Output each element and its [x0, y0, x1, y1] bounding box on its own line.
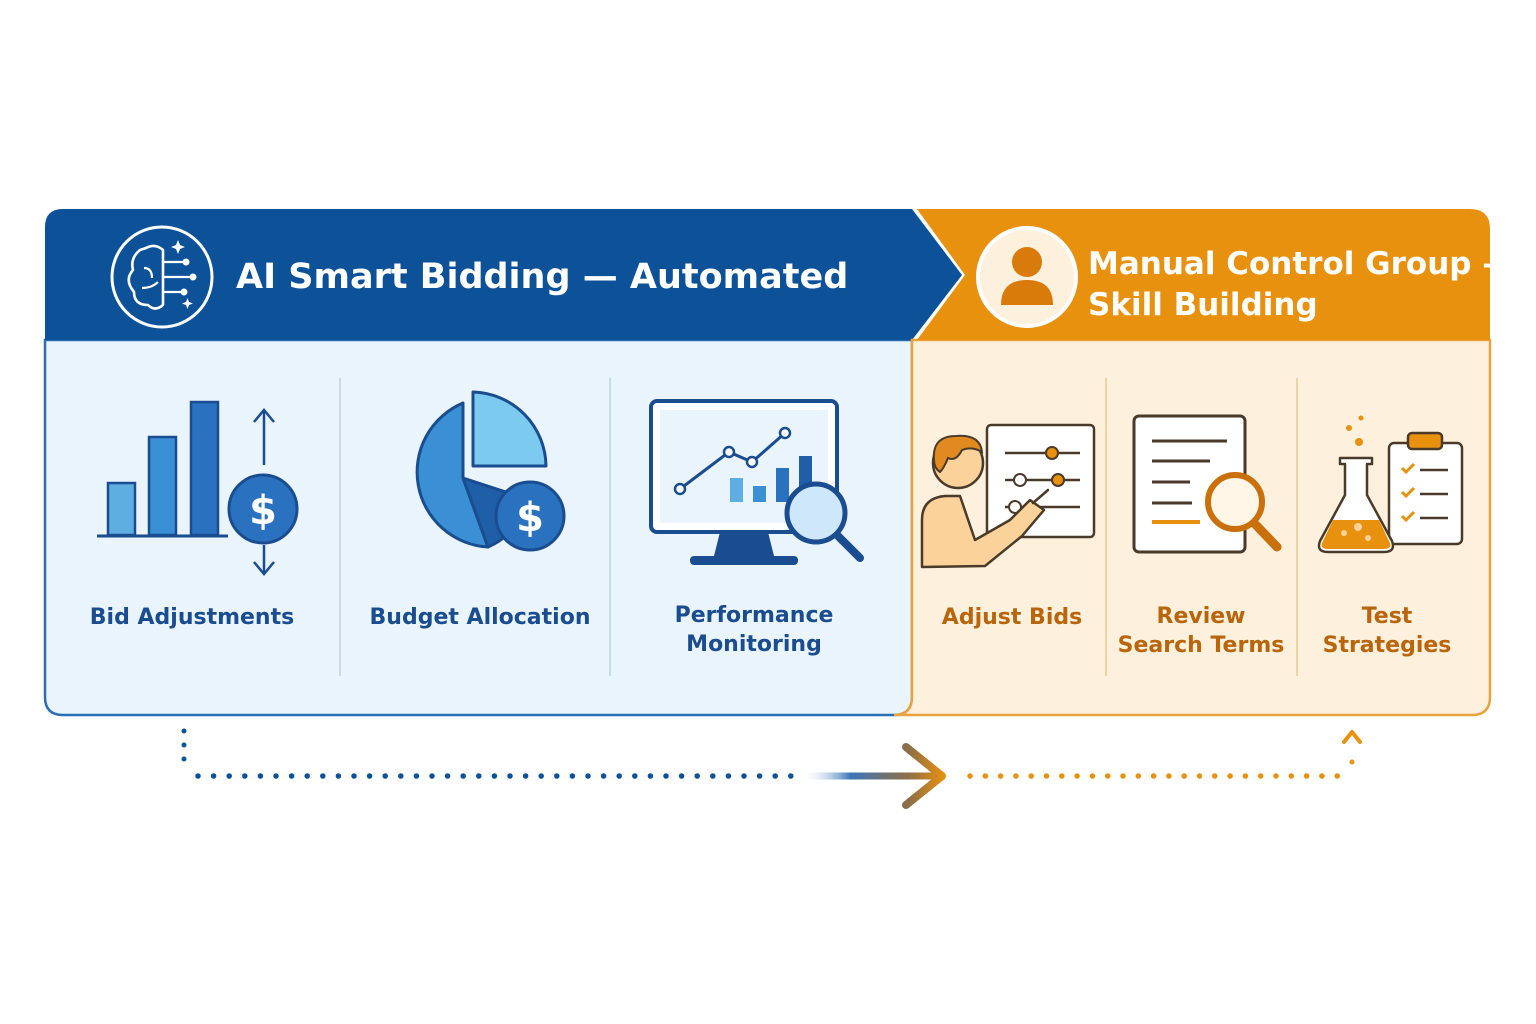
flask-checklist-icon	[1317, 415, 1464, 554]
item-label-test: Test	[1361, 604, 1413, 629]
person-icon	[976, 226, 1078, 328]
item-label-search-terms: Search Terms	[1117, 633, 1285, 658]
monitor-magnifier-icon	[649, 399, 864, 565]
item-label-performance-monitoring: Performance Monitoring	[623, 601, 885, 659]
bar-chart-dollar-icon: $	[97, 400, 299, 576]
item-label-monitoring: Monitoring	[686, 632, 822, 657]
item-label-adjust-bids: Adjust Bids	[941, 605, 1083, 630]
right-panel-title: Manual Control Group — Skill Building	[1088, 244, 1513, 326]
right-panel-title-line1: Manual Control Group —	[1088, 246, 1514, 282]
item-label-review: Review	[1156, 604, 1246, 629]
item-label-performance: Performance	[674, 603, 834, 628]
svg-text:$: $	[516, 495, 544, 541]
item-label-review-search-terms: Review Search Terms	[1108, 602, 1294, 660]
dotted-flow-arrow-icon	[181, 728, 1362, 809]
item-label-strategies: Strategies	[1322, 633, 1452, 658]
left-panel-header	[45, 209, 962, 340]
item-label-test-strategies: Test Strategies	[1300, 602, 1474, 660]
document-magnifier-icon	[1132, 414, 1282, 554]
right-panel-title-line2: Skill Building	[1088, 287, 1318, 323]
left-panel-title: AI Smart Bidding — Automated	[236, 257, 849, 297]
item-label-budget-allocation: Budget Allocation	[369, 605, 591, 630]
item-label-bid-adjustments: Bid Adjustments	[89, 605, 295, 630]
person-sliders-icon	[920, 423, 1096, 569]
pie-chart-dollar-icon: $	[415, 390, 566, 552]
svg-text:$: $	[249, 488, 277, 534]
brain-circuit-icon	[110, 225, 214, 329]
